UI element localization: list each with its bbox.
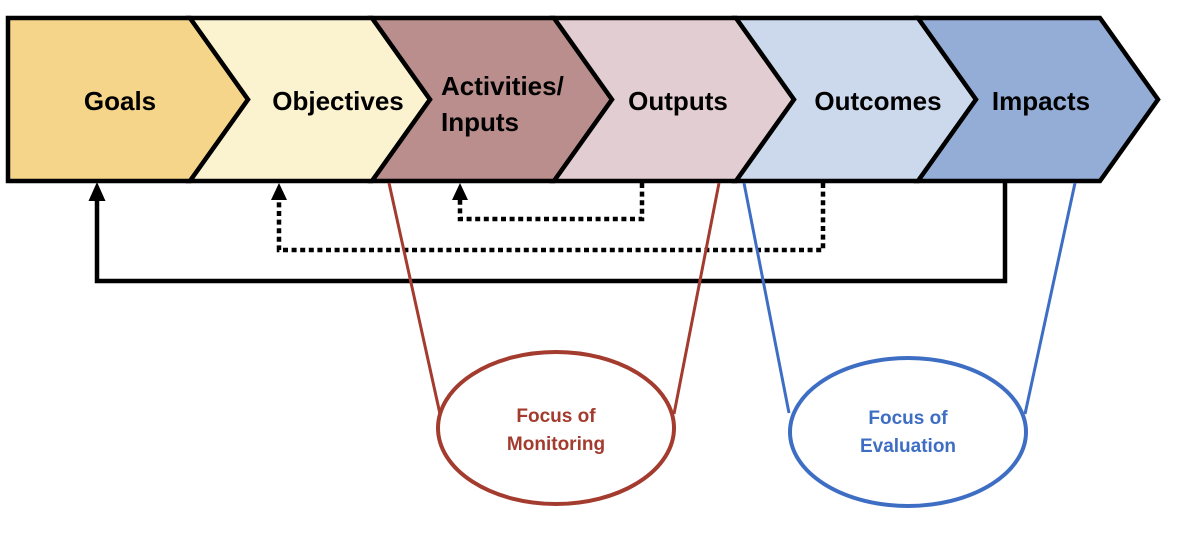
chevron-activities-inputs-label-line1: Activities/ [441, 71, 564, 101]
arrowhead-into-goals-icon [88, 182, 106, 201]
feedback-arrow-impacts-to-goals [88, 182, 1008, 284]
evaluation-label-line1: Focus of [868, 408, 948, 429]
chevron-activities-inputs-label-line2: Inputs [441, 107, 519, 137]
monitoring-focus: Focus of Monitoring [387, 182, 721, 506]
monitoring-label-line1: Focus of [516, 406, 596, 427]
chevron-outcomes: Outcomes [731, 15, 979, 184]
chevron-goals-label: Goals [84, 86, 156, 116]
arrowhead-into-objectives-icon [271, 183, 287, 200]
monitoring-left-connector [387, 182, 442, 415]
monitoring-label-line2: Monitoring [507, 434, 605, 455]
chevron-impacts-label: Impacts [992, 86, 1090, 116]
chevron-outcomes-label: Outcomes [814, 86, 941, 116]
feedback-arrows [88, 182, 1008, 284]
process-bar: Goals Objectives Activities/ Inputs Outp… [5, 15, 1161, 184]
arrowhead-into-activities-icon [452, 183, 468, 200]
evaluation-label-line2: Evaluation [860, 436, 956, 457]
chevron-objectives-label: Objectives [272, 86, 404, 116]
monitoring-right-connector [672, 182, 721, 415]
feedback-arrow-outcomes-to-objectives [271, 183, 826, 253]
evaluation-left-connector [742, 182, 791, 414]
evaluation-ellipse [788, 356, 1028, 508]
monitoring-ellipse [436, 350, 676, 506]
feedback-arrow-impacts-to-goals-line [94, 183, 1008, 284]
feedback-arrow-outputs-to-activities-line [457, 183, 645, 222]
feedback-arrow-outputs-to-activities [452, 183, 645, 222]
evaluation-right-connector [1023, 182, 1077, 415]
chevron-objectives: Objectives [185, 15, 433, 184]
chevron-impacts-shape [913, 15, 1161, 184]
evaluation-focus: Focus of Evaluation [742, 182, 1077, 508]
chevron-impacts: Impacts [913, 15, 1161, 184]
chevron-outputs-label: Outputs [628, 86, 728, 116]
feedback-arrow-outcomes-to-objectives-line [276, 183, 826, 253]
